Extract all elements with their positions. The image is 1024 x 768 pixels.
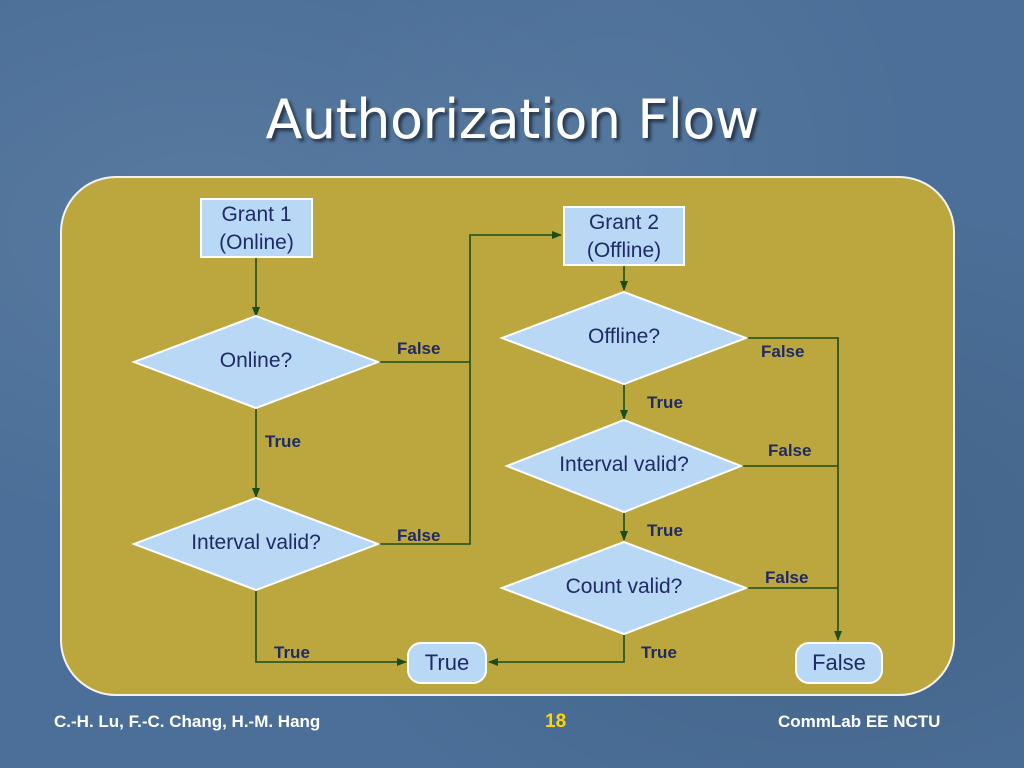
decision-count-label: Count valid?: [565, 575, 683, 598]
decision-count: [499, 540, 749, 636]
decision-interval-left: [131, 496, 381, 592]
edge-interval-left-false: [378, 362, 471, 545]
edge-count-true: [488, 634, 625, 666]
label-interval-right-true: True: [647, 521, 683, 540]
footer-org: CommLab EE NCTU: [778, 712, 941, 731]
label-count-true: True: [641, 643, 677, 662]
decision-interval-left-label: Interval valid?: [191, 531, 321, 554]
label-interval-right-false: False: [768, 441, 812, 460]
label-online-false: False: [397, 339, 441, 358]
decision-interval-right: [504, 418, 744, 514]
label-offline-true: True: [647, 393, 683, 412]
label-offline-false: False: [761, 342, 805, 361]
decision-interval-right-label: Interval valid?: [559, 453, 689, 476]
decision-offline-label: Offline?: [588, 325, 660, 348]
node-grant2: Grant 2 (Offline): [563, 206, 685, 266]
edge-offline-false: [746, 337, 842, 641]
diagram-panel: [60, 176, 955, 696]
edge-interval-left-true: [255, 590, 407, 666]
slide-title: Authorization Flow: [265, 88, 759, 151]
terminal-false: False: [795, 642, 883, 684]
label-interval-left-false: False: [397, 526, 441, 545]
decision-offline: [499, 290, 749, 386]
grant2-line2: (Offline): [586, 239, 662, 262]
node-grant1: Grant 1 (Online): [200, 198, 313, 258]
terminal-true: True: [407, 642, 487, 684]
grant1-line2: (Online): [219, 231, 294, 254]
label-count-false: False: [765, 568, 809, 587]
edge-online-false: [378, 231, 562, 363]
decision-online-label: Online?: [219, 349, 293, 372]
label-interval-left-true: True: [274, 643, 310, 662]
grant2-line1: Grant 2: [588, 211, 660, 234]
page-number: 18: [545, 711, 567, 732]
decision-online: [131, 314, 381, 410]
label-online-true: True: [265, 432, 301, 451]
footer-authors: C.-H. Lu, F.-C. Chang, H.-M. Hang: [54, 712, 321, 731]
grant1-line1: Grant 1: [221, 203, 292, 226]
